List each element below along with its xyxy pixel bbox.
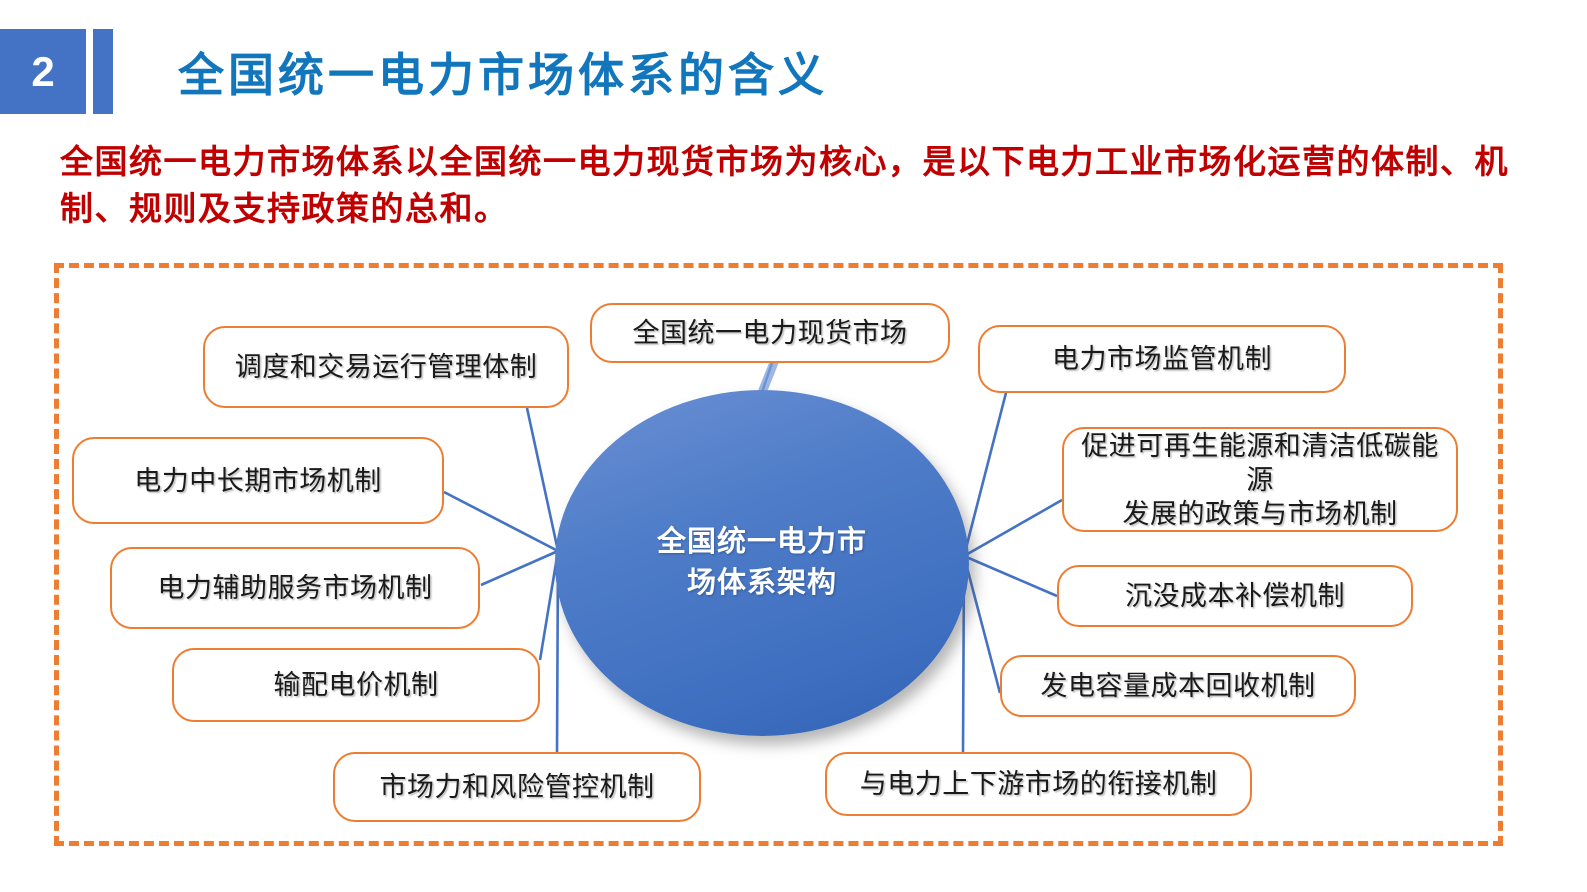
node-capacity-cost-label: 发电容量成本回收机制 <box>1040 671 1316 701</box>
node-renewable-policy[interactable]: 促进可再生能源和清洁低碳能源 发展的政策与市场机制 <box>1062 427 1458 532</box>
node-renewable-policy-label-line2: 发展的政策与市场机制 <box>1122 498 1398 529</box>
node-ancillary-services-label: 电力辅助服务市场机制 <box>157 573 433 603</box>
node-spot-market-label: 全国统一电力现货市场 <box>632 318 908 348</box>
node-upstream-downstream-label: 与电力上下游市场的衔接机制 <box>859 769 1218 799</box>
center-node-label-line2: 场体系架构 <box>686 567 837 599</box>
node-dispatch-trading[interactable]: 调度和交易运行管理体制 <box>203 326 569 408</box>
node-market-power-risk-label: 市场力和风险管控机制 <box>379 772 655 802</box>
node-midlong-market[interactable]: 电力中长期市场机制 <box>72 437 444 524</box>
section-number-badge: 2 <box>0 29 86 114</box>
page-title: 全国统一电力市场体系的含义 <box>178 49 828 101</box>
node-spot-market[interactable]: 全国统一电力现货市场 <box>590 303 950 363</box>
node-market-regulation-label: 电力市场监管机制 <box>1052 344 1272 374</box>
node-renewable-policy-label: 促进可再生能源和清洁低碳能源 发展的政策与市场机制 <box>1064 429 1456 531</box>
center-node[interactable]: 全国统一电力市 场体系架构 <box>555 390 969 736</box>
node-capacity-cost[interactable]: 发电容量成本回收机制 <box>1000 655 1356 717</box>
node-renewable-policy-label-line1: 促进可再生能源和清洁低碳能源 <box>1081 430 1439 495</box>
center-node-label: 全国统一电力市 场体系架构 <box>657 522 867 604</box>
node-upstream-downstream[interactable]: 与电力上下游市场的衔接机制 <box>825 752 1252 816</box>
node-midlong-market-label: 电力中长期市场机制 <box>134 465 382 496</box>
node-sunk-cost-label: 沉没成本补偿机制 <box>1125 581 1345 611</box>
node-dispatch-trading-label: 调度和交易运行管理体制 <box>234 352 538 382</box>
section-number-text: 2 <box>31 47 55 95</box>
node-ancillary-services[interactable]: 电力辅助服务市场机制 <box>110 547 480 629</box>
diagram-container <box>54 263 1503 846</box>
node-market-regulation[interactable]: 电力市场监管机制 <box>978 325 1346 393</box>
node-transmission-price[interactable]: 输配电价机制 <box>172 648 540 722</box>
center-node-label-line1: 全国统一电力市 <box>656 526 867 558</box>
node-sunk-cost[interactable]: 沉没成本补偿机制 <box>1057 565 1413 627</box>
header-accent-bar <box>93 29 113 114</box>
node-market-power-risk[interactable]: 市场力和风险管控机制 <box>333 752 701 822</box>
lead-paragraph: 全国统一电力市场体系以全国统一电力现货市场为核心，是以下电力工业市场化运营的体制… <box>60 145 1509 228</box>
node-transmission-price-label: 输配电价机制 <box>273 670 439 700</box>
